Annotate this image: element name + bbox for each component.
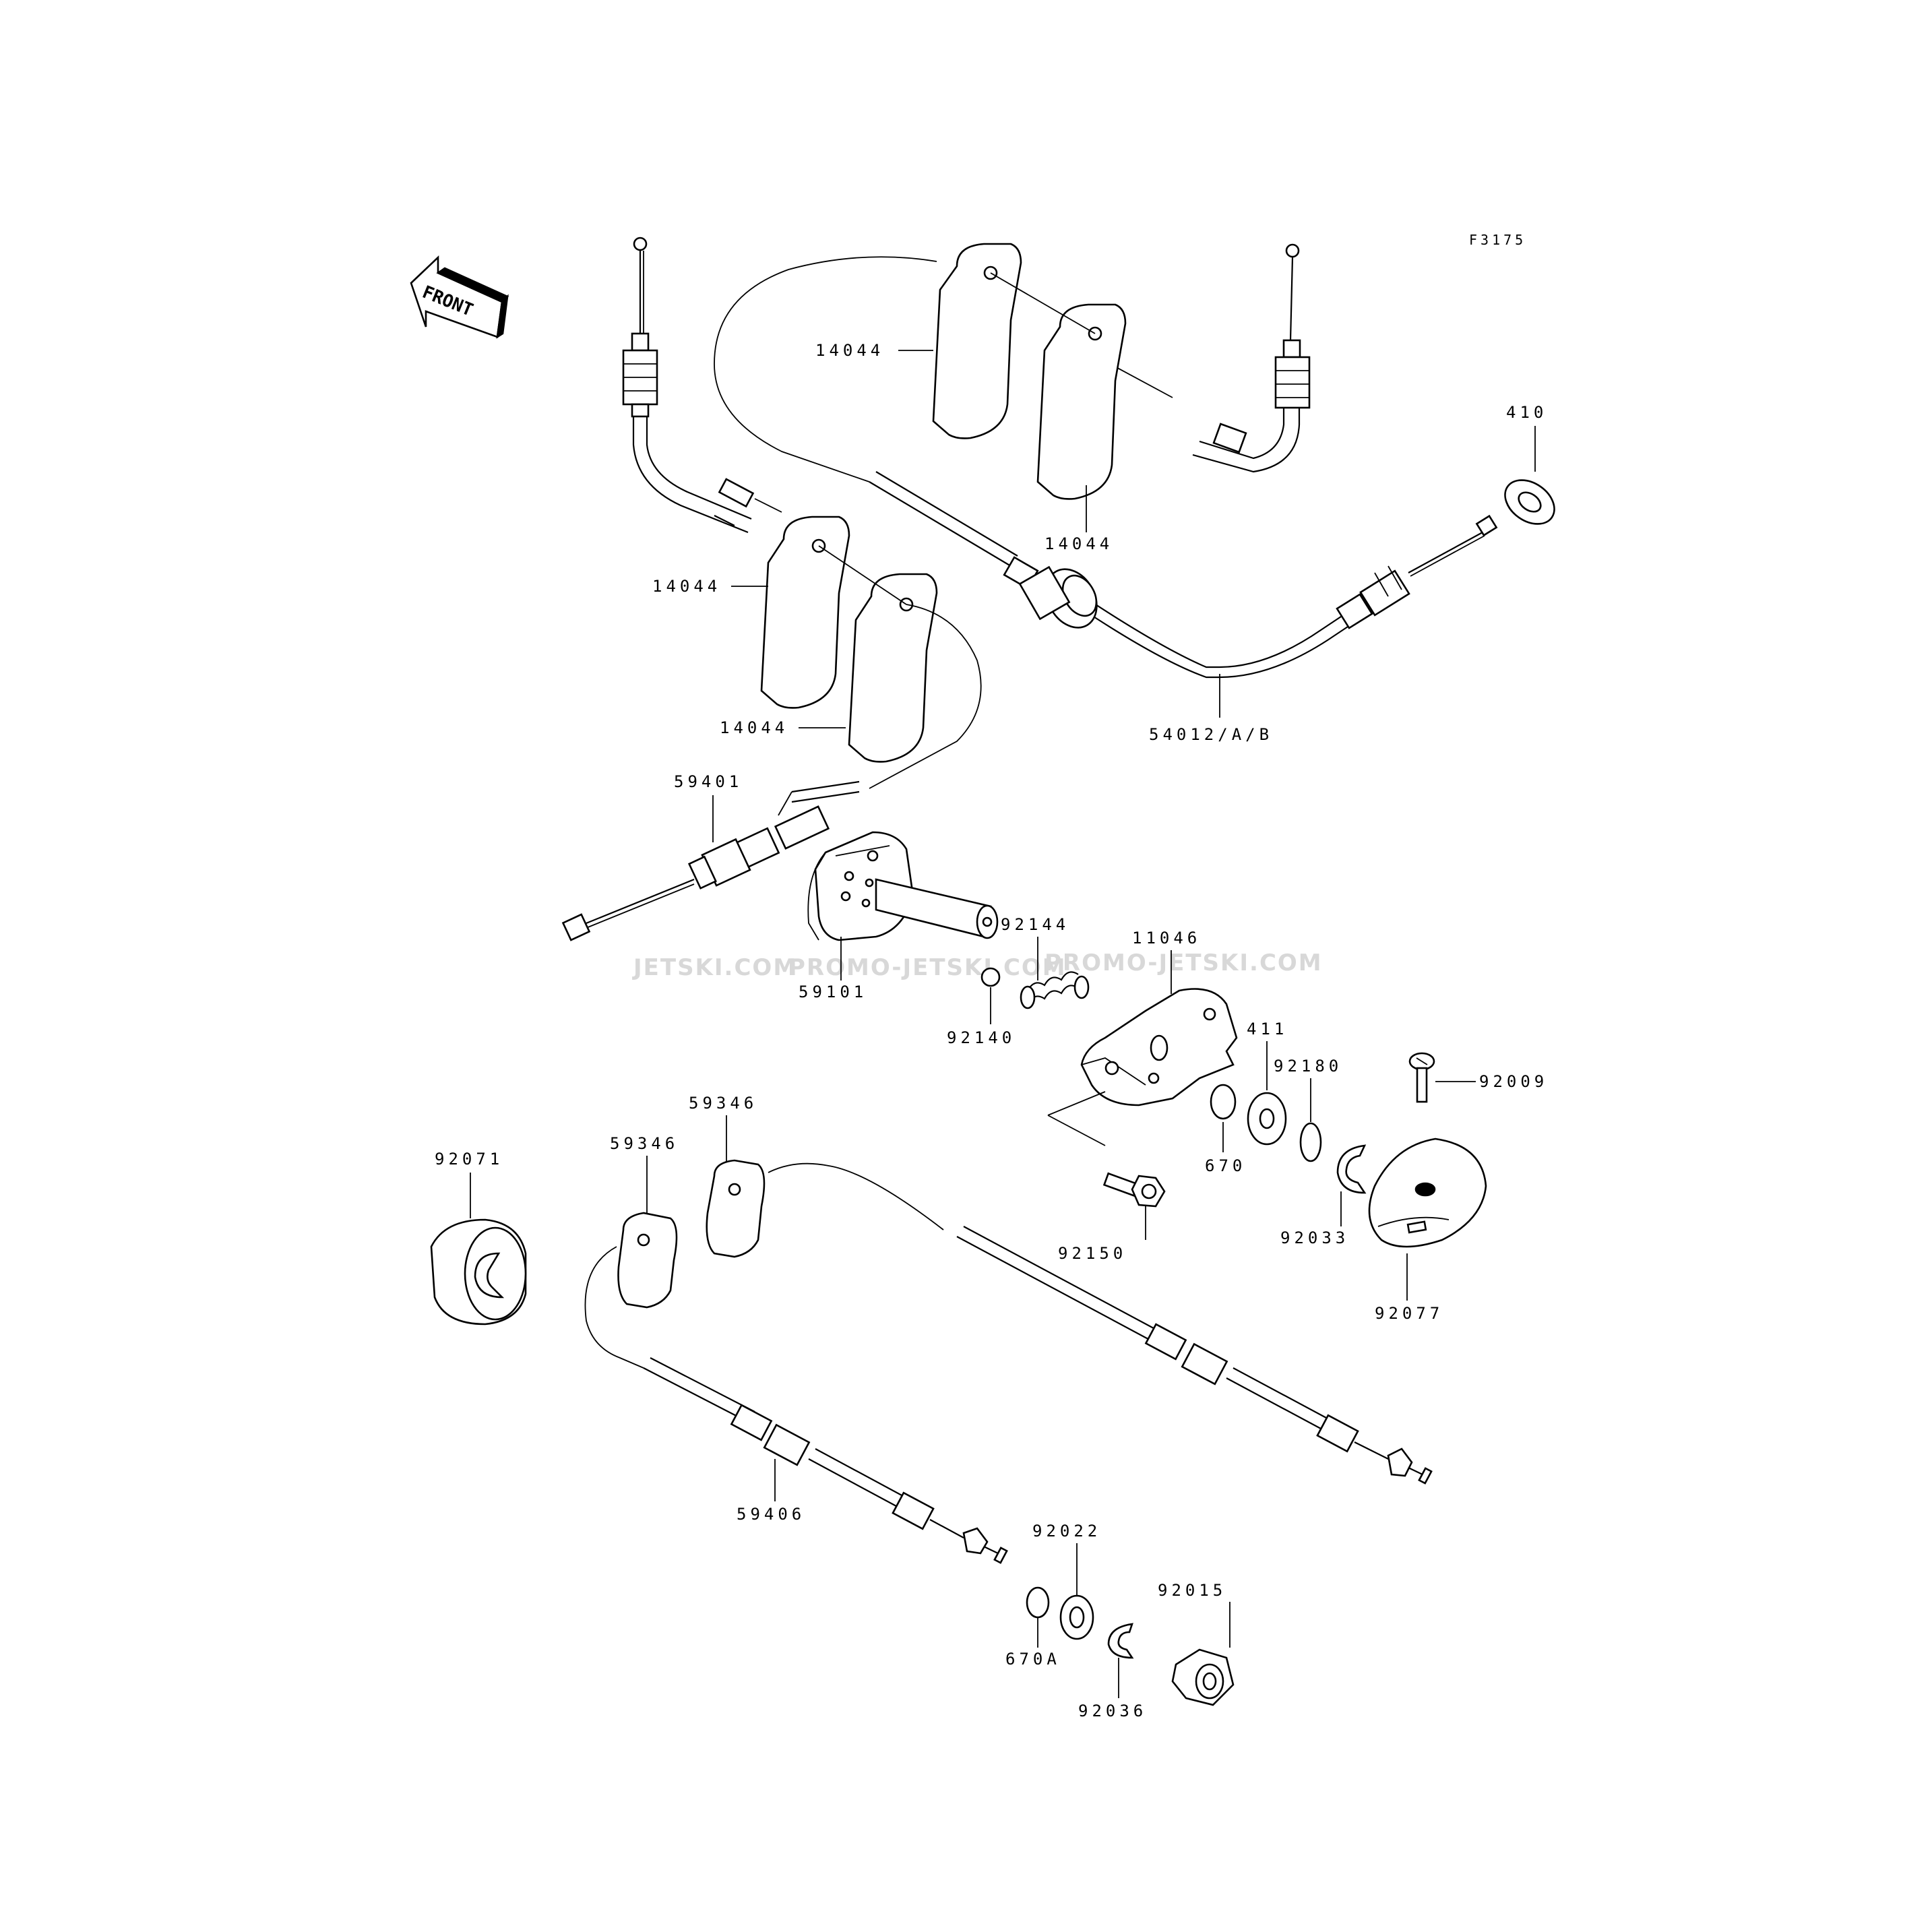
label-14044-c: 14044 (652, 577, 721, 596)
label-14044-a: 14044 (815, 341, 884, 360)
label-92150: 92150 (1058, 1244, 1127, 1263)
label-59346-a: 59346 (689, 1094, 757, 1113)
label-670A: 670A (1005, 1650, 1061, 1669)
label-59346-b: 59346 (610, 1134, 679, 1153)
cover-92077 (1368, 1138, 1487, 1248)
label-14044-d: 14044 (720, 718, 788, 737)
grommet-14044-upper-right (1036, 303, 1127, 500)
label-59401: 59401 (674, 772, 743, 791)
watermark-1: JETSKI.COM (632, 954, 797, 981)
ball-92140 (980, 967, 1001, 987)
grommet-14044-upper-left (932, 243, 1022, 439)
label-670: 670 (1205, 1156, 1246, 1175)
label-92033: 92033 (1280, 1228, 1349, 1247)
nut-92015 (1171, 1648, 1235, 1706)
washer-92022 (1059, 1594, 1094, 1640)
lever-59101 (807, 831, 999, 941)
label-92144: 92144 (1001, 915, 1069, 934)
label-92009: 92009 (1479, 1072, 1548, 1091)
label-92071: 92071 (435, 1150, 503, 1168)
grommet-59346-left (617, 1212, 678, 1309)
label-54012: 54012/A/B (1149, 725, 1273, 744)
front-arrow-icon: FRONT (410, 255, 509, 339)
clip-92033 (1336, 1144, 1367, 1194)
grommet-14044-lower-left (760, 516, 850, 709)
label-92036: 92036 (1078, 1702, 1147, 1720)
label-11046: 11046 (1132, 929, 1201, 947)
label-411: 411 (1247, 1020, 1288, 1038)
cable-54012 (622, 237, 1498, 679)
label-92015: 92015 (1158, 1581, 1226, 1600)
washer-92180 (1299, 1122, 1322, 1162)
spring-92144 (1020, 971, 1090, 1009)
cable-59406 (584, 1159, 1433, 1564)
label-59406: 59406 (737, 1505, 805, 1524)
watermark-2: PROMO-JETSKI.COM (788, 954, 1067, 981)
roll-92071 (430, 1218, 527, 1326)
label-59101: 59101 (799, 983, 867, 1001)
label-410: 410 (1506, 403, 1547, 422)
screw-92009 (1408, 1052, 1435, 1103)
label-92180: 92180 (1274, 1057, 1342, 1076)
diagram-code: F3175 (1469, 232, 1526, 248)
o-ring-670A (1026, 1586, 1050, 1619)
grommet-59346-right (706, 1159, 766, 1258)
label-92077: 92077 (1375, 1304, 1443, 1323)
bolt-92150 (1102, 1172, 1166, 1208)
washer-411 (1247, 1092, 1287, 1146)
grommet-14044-lower-right (848, 573, 938, 763)
bracket-11046 (1047, 988, 1238, 1146)
washer-410 (1504, 479, 1555, 525)
cable-59401 (561, 780, 860, 941)
spring-washer-92036 (1107, 1623, 1134, 1659)
label-14044-b: 14044 (1045, 534, 1113, 553)
o-ring-670 (1210, 1084, 1237, 1120)
label-92140: 92140 (947, 1028, 1016, 1047)
watermark-3: PROMO-JETSKI.COM (1045, 949, 1323, 976)
label-92022: 92022 (1032, 1522, 1101, 1540)
